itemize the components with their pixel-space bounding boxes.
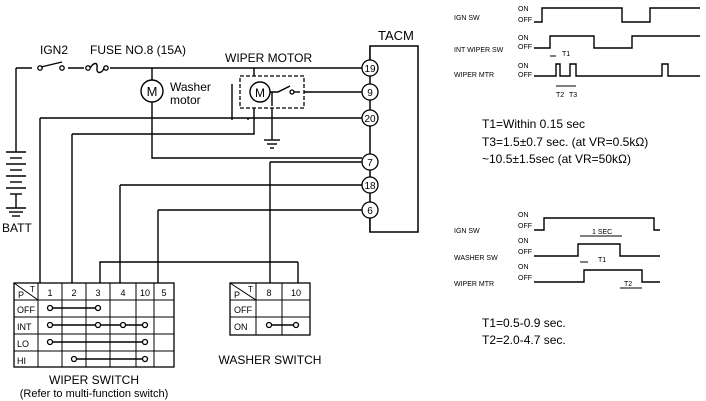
wiper-motor: M [239,75,305,109]
svg-text:19: 19 [364,64,376,75]
svg-text:1 SEC: 1 SEC [592,229,612,236]
fuse-no8 [84,60,110,74]
wiper-switch-row-int: INT [17,322,32,332]
timing-top-int-wiper-sw: INT WIPER SW [454,47,504,54]
tacm-terminal-7: 7 [361,153,379,171]
svg-text:OFF: OFF [518,223,532,230]
wiper-switch-col-4: 4 [120,288,125,298]
washer-switch-col-8: 8 [266,288,271,298]
wiper-motor-symbol: M [255,86,265,100]
ign2-label: IGN2 [40,43,68,57]
wiper-switch-row-lo: LO [17,339,29,349]
wiper-switch-row-hi: HI [17,356,26,366]
svg-text:6: 6 [367,206,373,217]
svg-text:T2: T2 [624,281,632,288]
svg-text:T3: T3 [569,92,577,99]
svg-text:T: T [248,285,253,294]
tacm-module: 19 9 20 7 18 6 [361,45,419,233]
washer-motor: M [140,79,164,103]
wiper-switch-table: P T 1 2 3 4 10 5 OFF INT LO HI [13,282,175,368]
timing-diagram-bottom: IGN SW WASHER SW WIPER MTR ON OFF ON OFF… [454,212,660,289]
svg-text:ON: ON [518,238,529,245]
fuse-label: FUSE NO.8 (15A) [90,43,186,57]
tacm-terminal-19: 19 [361,59,379,77]
washer-motor-label-1: Washer [170,80,211,94]
tacm-terminal-20: 20 [361,109,379,127]
timing-bottom-wiper-mtr: WIPER MTR [454,281,494,288]
svg-text:ON: ON [518,6,529,13]
wiper-switch-col-2: 2 [71,288,76,298]
wiper-switch-col-1: 1 [47,288,52,298]
wiper-switch-col-10: 10 [140,288,150,298]
tacm-label: TACM [378,28,414,43]
washer-motor-label-2: motor [170,93,201,107]
timing-diagram-top: IGN SW INT WIPER SW WIPER MTR ON OFF ON … [454,6,700,99]
svg-text:OFF: OFF [518,44,532,51]
washer-switch-row-off: OFF [234,305,252,315]
svg-text:OFF: OFF [518,72,532,79]
timing-bottom-washer-sw: WASHER SW [454,255,498,262]
washer-motor-symbol: M [147,84,158,99]
note-top-2: T3=1.5±0.7 sec. (at VR=0.5kΩ) [482,135,648,149]
washer-switch-label: WASHER SWITCH [219,353,322,367]
svg-text:OFF: OFF [518,275,532,282]
note-top-1: T1=Within 0.15 sec [482,117,585,131]
washer-switch-table: P T 8 10 OFF ON [229,282,311,336]
ign2-switch [32,61,68,74]
wiper-switch-row-off: OFF [17,305,35,315]
svg-text:T2: T2 [556,92,564,99]
svg-text:20: 20 [364,114,376,125]
svg-text:OFF: OFF [518,17,532,24]
wiper-switch-col-5: 5 [161,288,166,298]
svg-text:P: P [18,290,24,300]
timing-top-wiper-mtr: WIPER MTR [454,72,494,79]
svg-text:9: 9 [367,88,373,99]
washer-switch-row-on: ON [234,322,248,332]
svg-text:ON: ON [518,264,529,271]
svg-text:OFF: OFF [518,249,532,256]
svg-text:P: P [234,290,240,300]
wiper-motor-label: WIPER MOTOR [225,51,312,65]
batt-label: BATT [2,221,32,235]
timing-bottom-ign-sw: IGN SW [454,228,480,235]
svg-text:T1: T1 [562,51,570,58]
svg-text:T1: T1 [598,257,606,264]
battery-symbol [6,151,26,217]
svg-text:T: T [30,285,35,294]
wiper-switch-label: WIPER SWITCH [49,373,139,387]
tacm-terminal-18: 18 [361,176,379,194]
tacm-terminal-6: 6 [361,201,379,219]
circuit-wiring [15,67,362,283]
tacm-terminal-9: 9 [361,83,379,101]
note-bottom-2: T2=2.0-4.7 sec. [482,333,566,347]
note-top-3: ~10.5±1.5sec (at VR=50kΩ) [482,152,631,166]
svg-text:ON: ON [518,63,529,70]
wiper-switch-col-3: 3 [95,288,100,298]
washer-switch-col-10: 10 [291,288,301,298]
svg-text:7: 7 [367,158,373,169]
svg-text:18: 18 [364,181,376,192]
timing-top-ign-sw: IGN SW [454,15,480,22]
note-bottom-1: T1=0.5-0.9 sec. [482,316,566,330]
wiper-switch-note: (Refer to multi-function switch) [20,388,169,400]
svg-text:ON: ON [518,212,529,219]
svg-text:ON: ON [518,35,529,42]
